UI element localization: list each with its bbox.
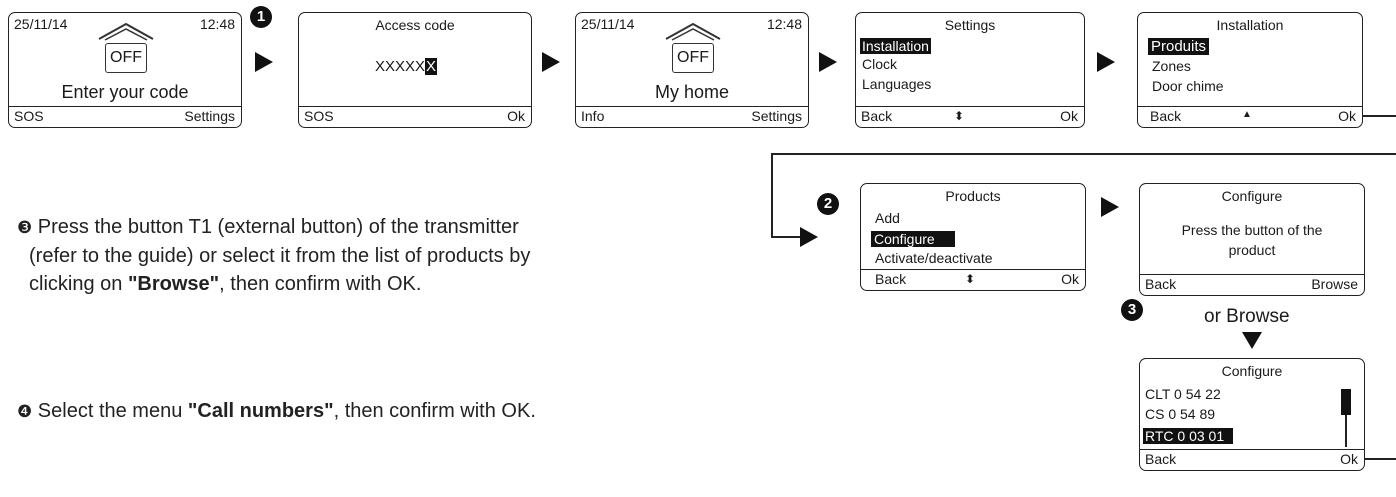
alarm-off-indicator: OFF bbox=[672, 43, 714, 73]
instruction-3-line-3: clicking on bbox=[29, 273, 128, 295]
next-arrow bbox=[255, 52, 273, 72]
instruction-3-line-2: (refer to the guide) or select it from t… bbox=[29, 245, 531, 267]
ok-softkey[interactable]: Ok bbox=[1338, 108, 1356, 124]
next-arrow bbox=[800, 227, 818, 247]
screen-products-menu: Products Add Configure Activate/deactiva… bbox=[860, 183, 1086, 291]
scrollbar-thumb[interactable] bbox=[1341, 389, 1351, 415]
screen-configure-prompt: Configure Press the button of the produc… bbox=[1139, 183, 1365, 296]
instruction-4-text: Select the menu bbox=[32, 400, 188, 422]
code-field[interactable]: XXXXXX bbox=[375, 58, 438, 75]
browse-softkey[interactable]: Browse bbox=[1311, 276, 1358, 292]
screen-title: Settings bbox=[944, 17, 996, 33]
prompt-line-1: Press the button of the bbox=[1181, 222, 1323, 238]
screen-installation-menu: Installation Produits Zones Door chime B… bbox=[1137, 12, 1363, 128]
screen-configure-list: Configure CLT 0 54 22 CS 0 54 89 RTC 0 0… bbox=[1139, 358, 1365, 471]
menu-item-add[interactable]: Add bbox=[875, 210, 900, 226]
up-arrow-icon: ▲ bbox=[1242, 109, 1252, 120]
alarm-off-indicator: OFF bbox=[105, 43, 147, 73]
time-label: 12:48 bbox=[766, 16, 802, 32]
date-label: 25/11/14 bbox=[14, 16, 68, 32]
status-message: My home bbox=[654, 82, 730, 102]
product-item-clt[interactable]: CLT 0 54 22 bbox=[1145, 386, 1221, 402]
time-label: 12:48 bbox=[199, 16, 235, 32]
menu-item-clock[interactable]: Clock bbox=[862, 56, 898, 72]
up-down-arrows-icon: ⬍ bbox=[965, 272, 976, 286]
back-softkey[interactable]: Back bbox=[1145, 451, 1177, 467]
step-1-badge: 1 bbox=[250, 6, 272, 28]
menu-item-door-chime[interactable]: Door chime bbox=[1152, 78, 1224, 94]
sos-softkey[interactable]: SOS bbox=[304, 108, 334, 124]
connector-line bbox=[771, 153, 773, 237]
menu-item-configure[interactable]: Configure bbox=[871, 231, 955, 247]
back-softkey[interactable]: Back bbox=[1145, 276, 1177, 292]
browse-emphasis: "Browse" bbox=[127, 273, 220, 295]
screen-settings-menu: Settings Installation Clock Languages Ba… bbox=[855, 12, 1085, 128]
step-3-badge: 3 bbox=[1121, 299, 1143, 321]
product-item-rtc[interactable]: RTC 0 03 01 bbox=[1143, 428, 1234, 444]
screen-title: Access code bbox=[375, 17, 455, 33]
settings-softkey[interactable]: Settings bbox=[184, 108, 235, 124]
next-arrow bbox=[1101, 197, 1119, 217]
up-down-arrows-icon: ⬍ bbox=[954, 109, 965, 123]
ok-softkey[interactable]: Ok bbox=[1060, 108, 1078, 124]
connector-line bbox=[1365, 458, 1396, 460]
ok-softkey[interactable]: Ok bbox=[1340, 451, 1358, 467]
instruction-step-4: ❹ Select the menu "Call numbers", then c… bbox=[17, 397, 536, 426]
screen-title: Configure bbox=[1221, 363, 1283, 379]
back-softkey[interactable]: Back bbox=[861, 108, 893, 124]
or-browse-label: or Browse bbox=[1204, 306, 1290, 327]
settings-softkey[interactable]: Settings bbox=[751, 108, 802, 124]
screen-title: Installation bbox=[1216, 17, 1284, 33]
scrollbar-track[interactable] bbox=[1345, 389, 1347, 447]
house-icon bbox=[98, 22, 154, 41]
instruction-4-text-end: , then confirm with OK. bbox=[333, 400, 536, 422]
prompt-line-2: product bbox=[1228, 242, 1276, 258]
call-numbers-emphasis: "Call numbers" bbox=[187, 400, 334, 422]
product-item-cs[interactable]: CS 0 54 89 bbox=[1145, 406, 1216, 422]
house-icon bbox=[665, 22, 721, 41]
next-arrow bbox=[1097, 52, 1115, 72]
ok-softkey[interactable]: Ok bbox=[1061, 271, 1079, 287]
date-label: 25/11/14 bbox=[581, 16, 635, 32]
code-cursor: X bbox=[425, 58, 438, 75]
menu-item-languages[interactable]: Languages bbox=[862, 76, 932, 92]
step-3-bullet: ❸ bbox=[17, 218, 33, 237]
screen-access-code: Access code XXXXXX SOS Ok bbox=[298, 12, 532, 128]
back-softkey[interactable]: Back bbox=[875, 271, 907, 287]
screen-home-locked: 25/11/14 12:48 OFF Enter your code SOS S… bbox=[8, 12, 242, 128]
screen-title: Configure bbox=[1221, 188, 1283, 204]
connector-line bbox=[1363, 115, 1396, 117]
next-arrow bbox=[819, 52, 837, 72]
down-arrow-icon bbox=[1242, 332, 1262, 349]
info-softkey[interactable]: Info bbox=[581, 108, 605, 124]
connector-line bbox=[771, 153, 1396, 155]
menu-item-produits[interactable]: Produits bbox=[1148, 38, 1210, 55]
connector-line bbox=[771, 236, 801, 238]
step-4-bullet: ❹ bbox=[17, 402, 33, 421]
ok-softkey[interactable]: Ok bbox=[507, 108, 525, 124]
instruction-3-line-1: Press the button T1 (external button) of… bbox=[32, 216, 519, 238]
menu-item-installation[interactable]: Installation bbox=[860, 38, 931, 54]
next-arrow bbox=[542, 52, 560, 72]
instruction-step-3: ❸ Press the button T1 (external button) … bbox=[17, 213, 530, 298]
sos-softkey[interactable]: SOS bbox=[14, 108, 44, 124]
status-message: Enter your code bbox=[61, 82, 189, 102]
code-text: XXXXX bbox=[375, 58, 426, 75]
menu-item-activate-deactivate[interactable]: Activate/deactivate bbox=[875, 250, 993, 266]
screen-title: Products bbox=[945, 188, 1001, 204]
instruction-3-line-3-end: , then confirm with OK. bbox=[219, 273, 422, 295]
back-softkey[interactable]: Back bbox=[1150, 108, 1182, 124]
menu-item-zones[interactable]: Zones bbox=[1152, 58, 1191, 74]
screen-home-unlocked: 25/11/14 12:48 OFF My home Info Settings bbox=[575, 12, 809, 128]
step-2-badge: 2 bbox=[817, 193, 839, 215]
